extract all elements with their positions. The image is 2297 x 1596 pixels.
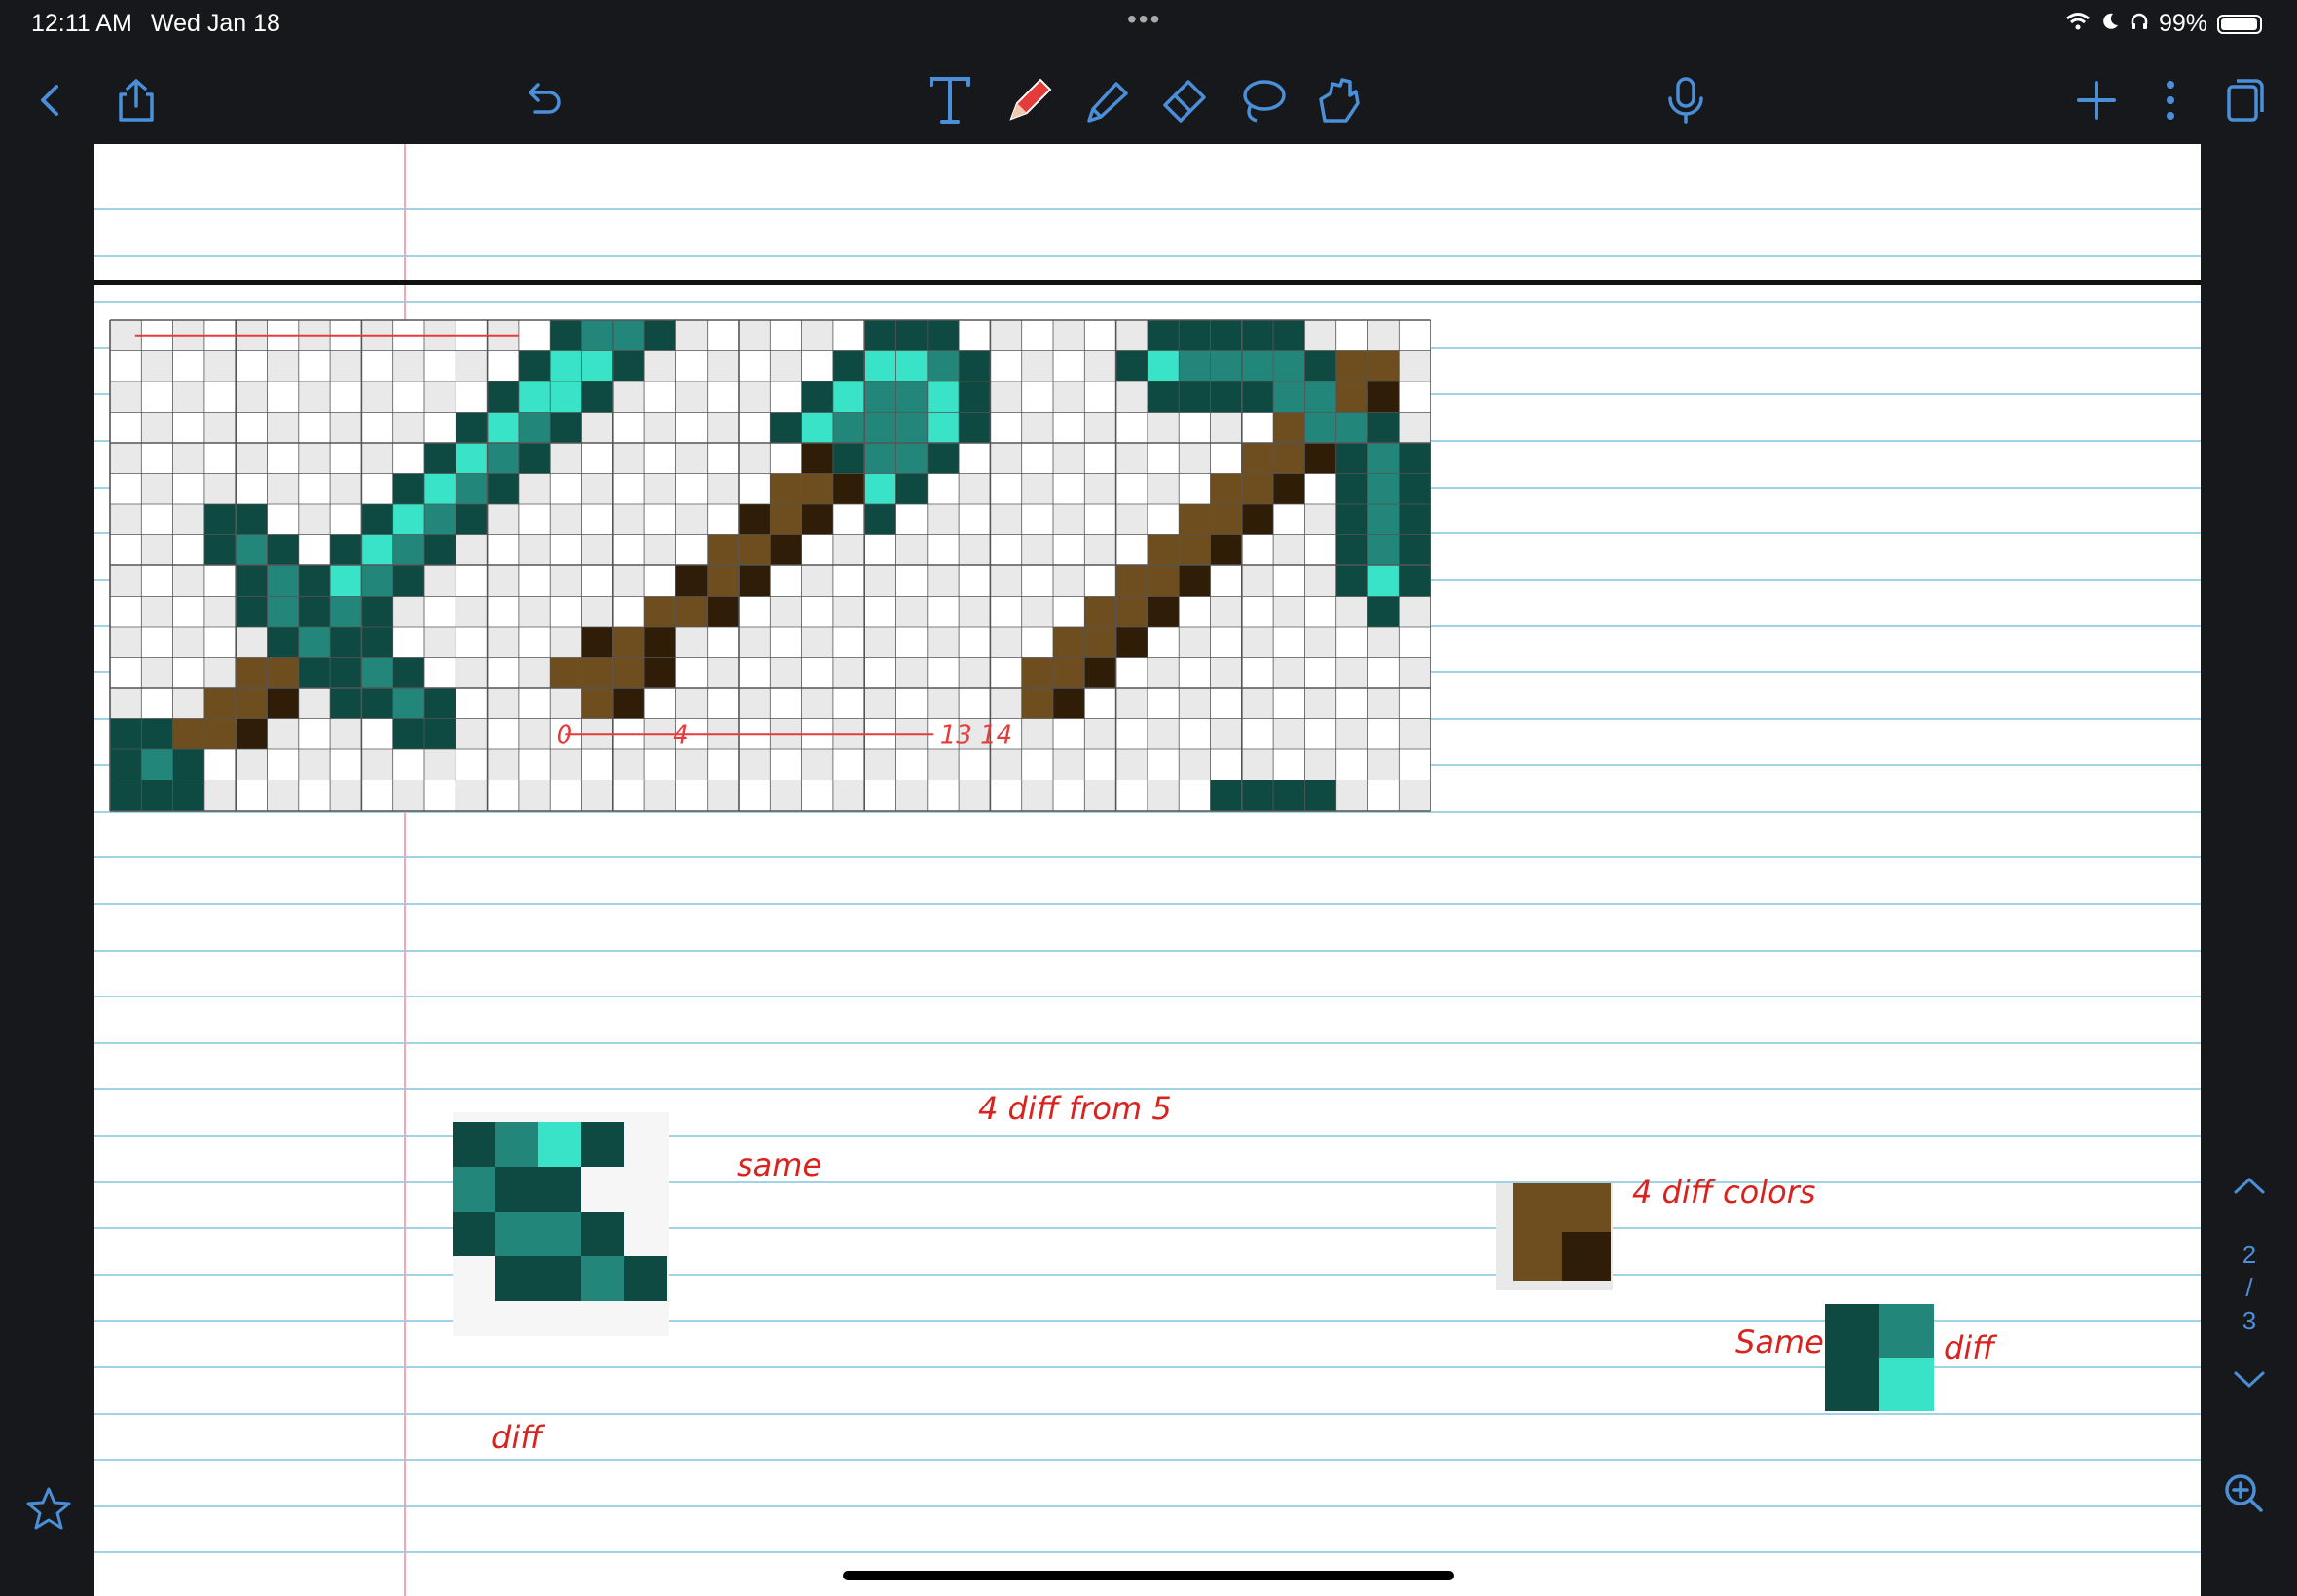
highlighter-tool-button[interactable] xyxy=(1080,73,1135,127)
status-bar: 12:11 AM Wed Jan 18 ••• 99% xyxy=(0,0,2297,49)
zoom-in-icon xyxy=(2225,1474,2263,1512)
battery-percent: 99% xyxy=(2158,10,2207,37)
status-date: Wed Jan 18 xyxy=(151,10,280,37)
annotation-diff: diff xyxy=(492,1419,543,1456)
text-tool-icon xyxy=(930,77,970,124)
lasso-tool-button[interactable] xyxy=(1236,73,1291,127)
more-button[interactable] xyxy=(2143,73,2198,127)
back-icon xyxy=(41,85,58,116)
page-up-button[interactable] xyxy=(2222,1166,2277,1205)
microphone-icon xyxy=(1668,77,1703,124)
share-button[interactable] xyxy=(109,73,164,127)
add-page-button[interactable] xyxy=(2069,73,2124,127)
back-button[interactable] xyxy=(23,73,78,127)
battery-icon xyxy=(2217,14,2262,34)
page-total: 3 xyxy=(2242,1306,2257,1335)
pixel-grid: 0 4 13 14 xyxy=(102,314,2083,1064)
zoom-excerpt xyxy=(453,1112,669,1336)
heading-rule xyxy=(94,280,2201,285)
status-right: 99% xyxy=(2065,10,2262,38)
pen-tool-icon xyxy=(1009,78,1052,121)
wifi-icon xyxy=(2065,10,2091,38)
star-icon xyxy=(26,1487,71,1530)
annotation-same-2: Same xyxy=(1735,1324,1824,1360)
shape-tool-icon xyxy=(1319,78,1360,123)
favorite-button[interactable] xyxy=(19,1479,78,1538)
lasso-tool-icon xyxy=(1243,80,1286,123)
notebook-page[interactable]: 0 4 13 14 4 diff from 5 same diff 4 diff c… xyxy=(94,144,2201,1596)
undo-button[interactable] xyxy=(516,73,570,127)
page-navigator: 2 / 3 xyxy=(2201,144,2297,1512)
grid-arrow-label: 13 14 xyxy=(940,721,1012,750)
chevron-up-icon xyxy=(2234,1177,2265,1194)
add-icon xyxy=(2077,81,2116,120)
moon-icon xyxy=(2100,10,2120,38)
pages-button[interactable] xyxy=(2217,73,2272,127)
more-icon xyxy=(2167,81,2174,120)
headphones-icon xyxy=(2130,10,2149,38)
microphone-button[interactable] xyxy=(1659,73,1713,127)
page-down-button[interactable] xyxy=(2222,1360,2277,1399)
multitasking-dots[interactable]: ••• xyxy=(1127,4,1162,34)
margin-line xyxy=(404,144,406,1596)
text-tool-button[interactable] xyxy=(923,73,977,127)
annotation-diff-from: 4 diff from 5 xyxy=(978,1090,1172,1127)
annotation-diff-2: diff xyxy=(1944,1329,1995,1366)
shape-tool-button[interactable] xyxy=(1310,73,1365,127)
eraser-tool-button[interactable] xyxy=(1158,73,1213,127)
pages-icon xyxy=(2227,79,2264,122)
teal-sample xyxy=(1825,1304,1934,1411)
undo-icon xyxy=(529,83,561,114)
pen-tool-button[interactable] xyxy=(1003,73,1057,127)
pixel-grid-drawing: 0 4 13 14 xyxy=(109,319,1431,812)
highlighter-tool-icon xyxy=(1087,82,1128,123)
share-icon xyxy=(119,79,154,122)
status-time: 12:11 AM xyxy=(31,10,132,37)
chevron-down-icon xyxy=(2234,1371,2265,1389)
annotation-same: same xyxy=(737,1146,822,1183)
grid-arrow-label: 0 xyxy=(557,721,573,750)
page-indicator: 2 / 3 xyxy=(2222,1229,2277,1346)
toolbar xyxy=(0,54,2297,143)
grid-arrow-label: 4 xyxy=(673,721,689,750)
brown-sample xyxy=(1496,1183,1613,1290)
page-separator: / xyxy=(2245,1273,2253,1302)
zoom-button[interactable] xyxy=(2214,1464,2273,1522)
page-current: 2 xyxy=(2242,1240,2257,1269)
annotation-four-diff-colors: 4 diff colors xyxy=(1632,1174,1816,1211)
home-indicator[interactable] xyxy=(843,1571,1454,1580)
eraser-tool-icon xyxy=(1163,80,1206,123)
